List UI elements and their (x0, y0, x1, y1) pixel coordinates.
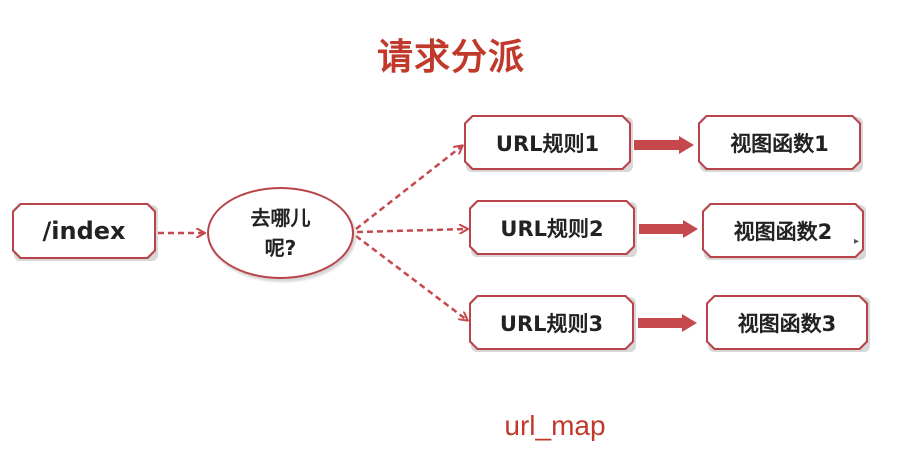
index-node-label: /index (42, 217, 126, 245)
view-function-3-box: 视图函数3 (706, 295, 868, 350)
url-rule-3-label: URL规则3 (499, 311, 604, 336)
view-function-2-box: 视图函数2 (702, 203, 864, 258)
solid-arrow-rule-2-to-view-2 (639, 220, 698, 238)
decision-node-line-1: 去哪儿 (250, 206, 311, 230)
url-rule-1-box: URL规则1 (464, 115, 631, 170)
url-rule-1-label: URL规则1 (495, 131, 600, 156)
url-rule-2-label: URL规则2 (500, 216, 604, 241)
url-rule-3-box: URL规则3 (469, 295, 634, 350)
dashed-arrow-decision-to-rule-3 (355, 235, 467, 320)
view-function-1-label: 视图函数1 (730, 131, 829, 156)
view-function-2-label: 视图函数2 (733, 219, 833, 244)
decision-node: 去哪儿 呢? (207, 187, 354, 279)
dashed-arrow-decision-to-rule-2 (356, 229, 467, 232)
solid-arrow-rule-3-to-view-3 (638, 314, 697, 332)
view-function-3-label: 视图函数3 (737, 311, 837, 336)
dashed-arrow-decision-to-rule-1 (355, 146, 462, 230)
decision-node-line-2: 呢? (264, 236, 297, 260)
view-function-1-box: 视图函数1 (698, 115, 861, 170)
mouse-cursor-icon: ▸ (854, 236, 860, 247)
url-rule-2-box: URL规则2 (469, 200, 635, 255)
caption: url_map (504, 410, 606, 441)
solid-arrow-rule-1-to-view-1 (634, 136, 694, 154)
index-node: /index (12, 203, 156, 259)
diagram-title: 请求分派 (376, 37, 525, 78)
